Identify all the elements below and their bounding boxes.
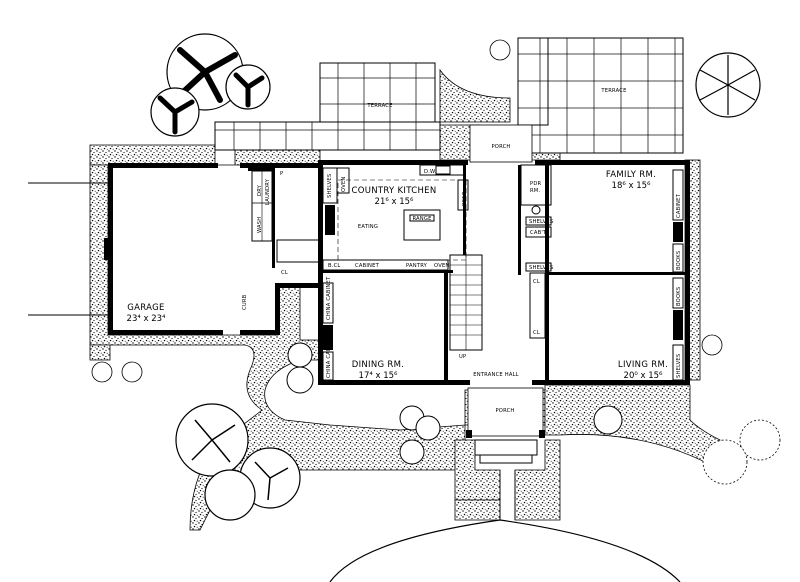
kitchen-shelves-label: SHELVES [327,174,333,198]
stair-up-label: UP [459,354,466,360]
cabt-label: CAB'T. [530,230,548,236]
country-kitchen-label: COUNTRY KITCHEN [352,186,437,196]
dw-label: D.W. [424,169,437,175]
pantry-label: PANTRY [406,263,428,269]
blcl-label: B.CL [328,263,341,269]
entrance-hall-label: ENTRANCE HALL [473,372,519,378]
terrace-right-label: TERRACE [600,88,626,94]
terrace-right: TERRACE [517,37,684,154]
family-books-label: BOOKS [676,251,682,270]
country-kitchen-dims: 21⁶ x 15⁶ [375,197,414,207]
pdr-label-1: PDR [530,181,542,187]
terrace-left-label: TERRACE [366,103,392,109]
pdr-shelves-lower-label: SHELVES [529,265,553,271]
exterior-walls [108,160,690,385]
dry-label: DRY [257,184,263,196]
country-kitchen: RANGE SHELVES OVEN D.W. REFG COUNTRY KIT… [322,164,469,273]
curb-label: CURB [242,294,248,310]
front-porch: PORCH [466,387,545,464]
family-cabinet-label: CABINET [676,193,682,218]
cabinet-label-kitchen: CABINET [355,263,380,269]
family-room: CABINET BOOKS FAMILY RM. 18⁶ x 15⁶ [549,169,685,275]
china-cabinet-upper-label: CHINA CABINET [326,276,332,320]
kitchen-oven-label: OVEN [341,177,347,193]
pdr-label-2: RM. [530,188,540,194]
pdr-shelves-label: SHELVES [529,219,553,225]
entrance-hall: UP ENTRANCE HALL [449,165,521,378]
driveway [28,182,109,316]
living-shelves-label: SHELVES [676,354,682,378]
front-walk [329,470,681,582]
family-room-label: FAMILY RM. [606,170,656,180]
china-cabinet-lower-label: CHINA CABINET [326,334,332,378]
dining-room-dims: 17⁴ x 15⁶ [359,371,398,381]
tree-small-left [150,87,200,137]
laundry-label: LAUNDRY [265,178,271,205]
tree-bottom-left [175,403,301,521]
garage-dims: 23⁴ x 23⁴ [127,314,166,324]
dining-room-label: DINING RM. [352,360,405,370]
garage: GARAGE 23⁴ x 23⁴ CURB LAUNDRY DRY WASH P… [127,168,320,324]
living-room-dims: 20⁰ x 15⁶ [624,371,663,381]
tree-mid-left [225,64,271,110]
dining-room: CHINA CABINET CHINA CABINET DINING RM. 1… [322,273,448,381]
rear-porch-label: PORCH [491,144,510,150]
living-books-label: BOOKS [676,287,682,306]
cl-label-hall-lower: CL [533,330,540,336]
living-room-label: LIVING RM. [618,360,668,370]
living-room: BOOKS SHELVES LIVING RM. 20⁰ x 15⁶ [618,277,684,381]
range-label: RANGE [412,216,431,222]
p-label: P [280,171,283,177]
eating-label: EATING [358,224,378,230]
cl-label-hall-upper: CL [533,279,540,285]
cl-label-garage: CL [281,270,288,276]
front-porch-label: PORCH [495,408,514,414]
wash-label: WASH [257,217,263,233]
shrubs-entry [91,39,781,485]
family-room-dims: 18⁶ x 15⁶ [612,181,651,191]
terrace-left: TERRACE [214,62,441,151]
pantry-oven-label: OVEN [434,263,450,269]
tree-top-right [695,52,761,118]
rear-porch: PORCH [469,124,533,163]
garage-label: GARAGE [127,303,164,313]
pdr-room: PDR RM. SHELVES CAB'T. SHELVES CL CL [520,164,553,380]
